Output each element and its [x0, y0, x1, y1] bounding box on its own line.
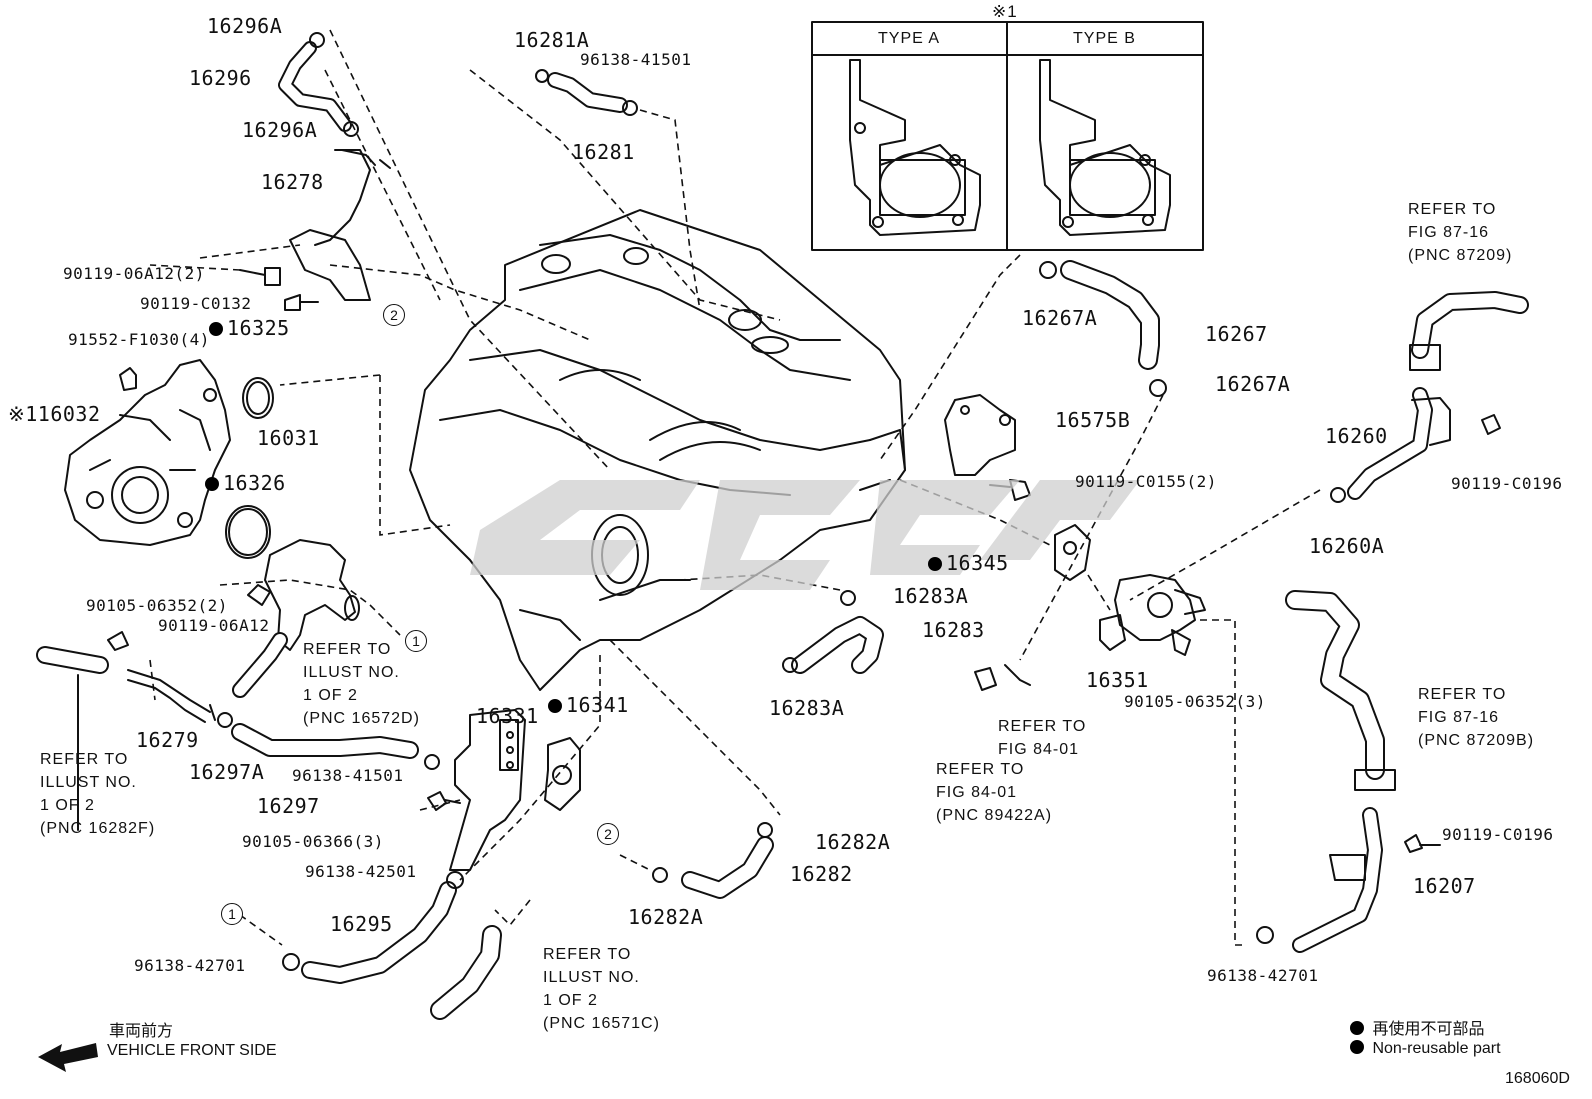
nonreusable-dot-icon [928, 557, 942, 571]
part-label: 90105-06366(3) [242, 832, 384, 851]
part-label: 16260 [1325, 424, 1388, 448]
part-label: 96138-41501 [292, 766, 404, 785]
reference-note: REFER TO FIG 87-16 (PNC 87209) [1408, 201, 1513, 264]
legend-en: Non-reusable part [1350, 1040, 1501, 1058]
part-label: 90119-06A12(2) [63, 264, 205, 283]
reference-note: REFER TO ILLUST NO. 1 OF 2 (PNC 16571C) [543, 946, 660, 1032]
direction-jp: 車両前方 [109, 1023, 174, 1040]
reference-note: REFER TO FIG 84-01 [998, 718, 1087, 758]
reference-note: REFER TO FIG 87-16 (PNC 87209B) [1418, 686, 1535, 749]
callout-circle: 1 [221, 903, 243, 925]
part-label: 90119-06A12 [158, 616, 270, 635]
callout-circle: 2 [597, 823, 619, 845]
part-label: 16296 [189, 66, 252, 90]
nonreusable-dot-icon [1350, 1040, 1364, 1054]
nonreusable-dot-icon [1350, 1021, 1364, 1035]
part-label: 96138-41501 [580, 50, 692, 69]
part-label: ※116032 [8, 402, 101, 426]
part-label-nonreusable: 16341 [548, 693, 629, 717]
nonreusable-dot-icon [209, 322, 223, 336]
part-label: 16279 [136, 728, 199, 752]
part-label: 91552-F1030(4) [68, 330, 210, 349]
part-label: 16283 [922, 618, 985, 642]
part-label: 16295 [330, 912, 393, 936]
callout-circle: 2 [383, 304, 405, 326]
type-a-label: TYPE A [878, 30, 941, 47]
part-label-nonreusable: 16325 [209, 316, 290, 340]
reference-note: REFER TO ILLUST NO. 1 OF 2 (PNC 16572D) [303, 641, 420, 727]
engine-block [409, 209, 906, 691]
water-pump [64, 359, 231, 546]
part-label: 16282A [815, 830, 891, 854]
part-label-nonreusable: 16326 [205, 471, 286, 495]
part-label: 90119-C0196 [1451, 474, 1563, 493]
direction-en: VEHICLE FRONT SIDE [107, 1042, 277, 1059]
part-label: 96138-42701 [134, 956, 246, 975]
part-label: 90105-06352(2) [86, 596, 228, 615]
part-label: 16281A [514, 28, 590, 52]
part-label: 16297 [257, 794, 320, 818]
part-label: 16278 [261, 170, 324, 194]
part-label: 16031 [257, 426, 320, 450]
part-label: 96138-42501 [305, 862, 417, 881]
part-label: 90119-C0132 [140, 294, 252, 313]
nonreusable-dot-icon [205, 477, 219, 491]
part-label: 96138-42701 [1207, 966, 1319, 985]
part-label: 16267 [1205, 322, 1268, 346]
part-label: 16331 [476, 704, 539, 728]
part-label: 16281 [572, 140, 635, 164]
part-label: 16297A [189, 760, 265, 784]
part-label: 16575B [1055, 408, 1131, 432]
part-label: 90119-C0196 [1442, 825, 1554, 844]
part-label: 16282 [790, 862, 853, 886]
reference-note: REFER TO ILLUST NO. 1 OF 2 (PNC 16282F) [40, 751, 156, 837]
part-label: 16267A [1215, 372, 1291, 396]
part-label-nonreusable: 16345 [928, 551, 1009, 575]
part-label: 16296A [242, 118, 318, 142]
part-label: 16267A [1022, 306, 1098, 330]
part-label: 16282A [628, 905, 704, 929]
nonreusable-dot-icon [548, 699, 562, 713]
part-label: 16260A [1309, 534, 1385, 558]
watermark-logo [470, 480, 1140, 590]
type-box-mark: ※1 [992, 2, 1018, 21]
part-label: 16283A [893, 584, 969, 608]
type-b-label: TYPE B [1073, 30, 1136, 47]
part-label: 16207 [1413, 874, 1476, 898]
reference-note: REFER TO FIG 84-01 (PNC 89422A) [936, 761, 1053, 824]
part-label: 16296A [207, 14, 283, 38]
callout-circle: 1 [405, 630, 427, 652]
front-arrow-icon [38, 1043, 98, 1072]
part-label: 90105-06352(3) [1124, 692, 1266, 711]
part-label: 16351 [1086, 668, 1149, 692]
part-label: 16283A [769, 696, 845, 720]
legend-jp: 再使用不可部品 [1350, 1015, 1484, 1039]
figure-id: 168060D [1505, 1070, 1570, 1087]
part-label: 90119-C0155(2) [1075, 472, 1217, 491]
